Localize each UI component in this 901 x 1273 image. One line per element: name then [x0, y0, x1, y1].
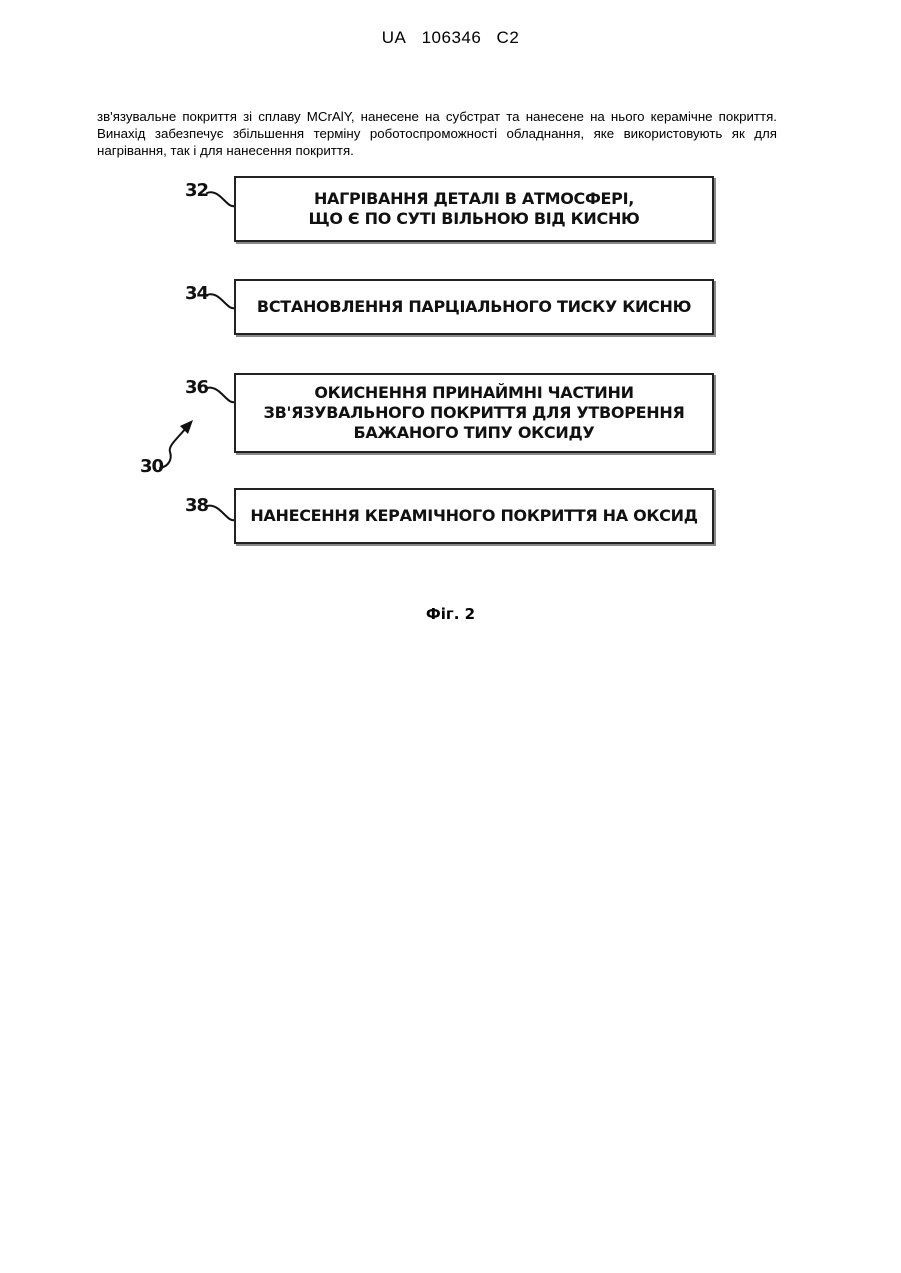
ref-label-32: 32	[185, 180, 208, 201]
step-36-line-1: ОКИСНЕННЯ ПРИНАЙМНІ ЧАСТИНИ	[264, 383, 685, 403]
step-36-line-2: ЗВ'ЯЗУВАЛЬНОГО ПОКРИТТЯ ДЛЯ УТВОРЕННЯ	[264, 403, 685, 423]
step-38-line-1: НАНЕСЕННЯ КЕРАМІЧНОГО ПОКРИТТЯ НА ОКСИД	[250, 506, 697, 526]
header-kind: C2	[497, 28, 520, 47]
ref-label-38: 38	[185, 495, 208, 516]
arrowhead-30	[180, 420, 193, 434]
step-34-line-1: ВСТАНОВЛЕННЯ ПАРЦІАЛЬНОГО ТИСКУ КИСНЮ	[257, 297, 691, 317]
step-box-38: НАНЕСЕННЯ КЕРАМІЧНОГО ПОКРИТТЯ НА ОКСИД	[234, 488, 714, 544]
patent-header: UA 106346 C2	[0, 28, 901, 48]
ref-label-34: 34	[185, 283, 208, 304]
step-box-34: ВСТАНОВЛЕННЯ ПАРЦІАЛЬНОГО ТИСКУ КИСНЮ	[234, 279, 714, 335]
leader-32	[207, 192, 236, 206]
step-32-line-1: НАГРІВАННЯ ДЕТАЛІ В АТМОСФЕРІ,	[308, 189, 639, 209]
leader-36	[207, 388, 236, 403]
step-box-32: НАГРІВАННЯ ДЕТАЛІ В АТМОСФЕРІ, ЩО Є ПО С…	[234, 176, 714, 242]
ref-label-36: 36	[185, 377, 208, 398]
body-paragraph: зв'язувальне покриття зі сплаву MCrAlY, …	[97, 108, 777, 159]
step-36-line-3: БАЖАНОГО ТИПУ ОКСИДУ	[264, 423, 685, 443]
leader-30	[160, 428, 186, 468]
step-32-line-2: ЩО Є ПО СУТІ ВІЛЬНОЮ ВІД КИСНЮ	[308, 209, 639, 229]
ref-label-30: 30	[140, 456, 163, 477]
leader-38	[207, 506, 236, 521]
step-box-36: ОКИСНЕННЯ ПРИНАЙМНІ ЧАСТИНИ ЗВ'ЯЗУВАЛЬНО…	[234, 373, 714, 453]
header-country: UA	[382, 28, 407, 47]
leader-34	[207, 294, 236, 308]
header-number: 106346	[422, 28, 482, 47]
figure-caption: Фіг. 2	[0, 605, 901, 623]
